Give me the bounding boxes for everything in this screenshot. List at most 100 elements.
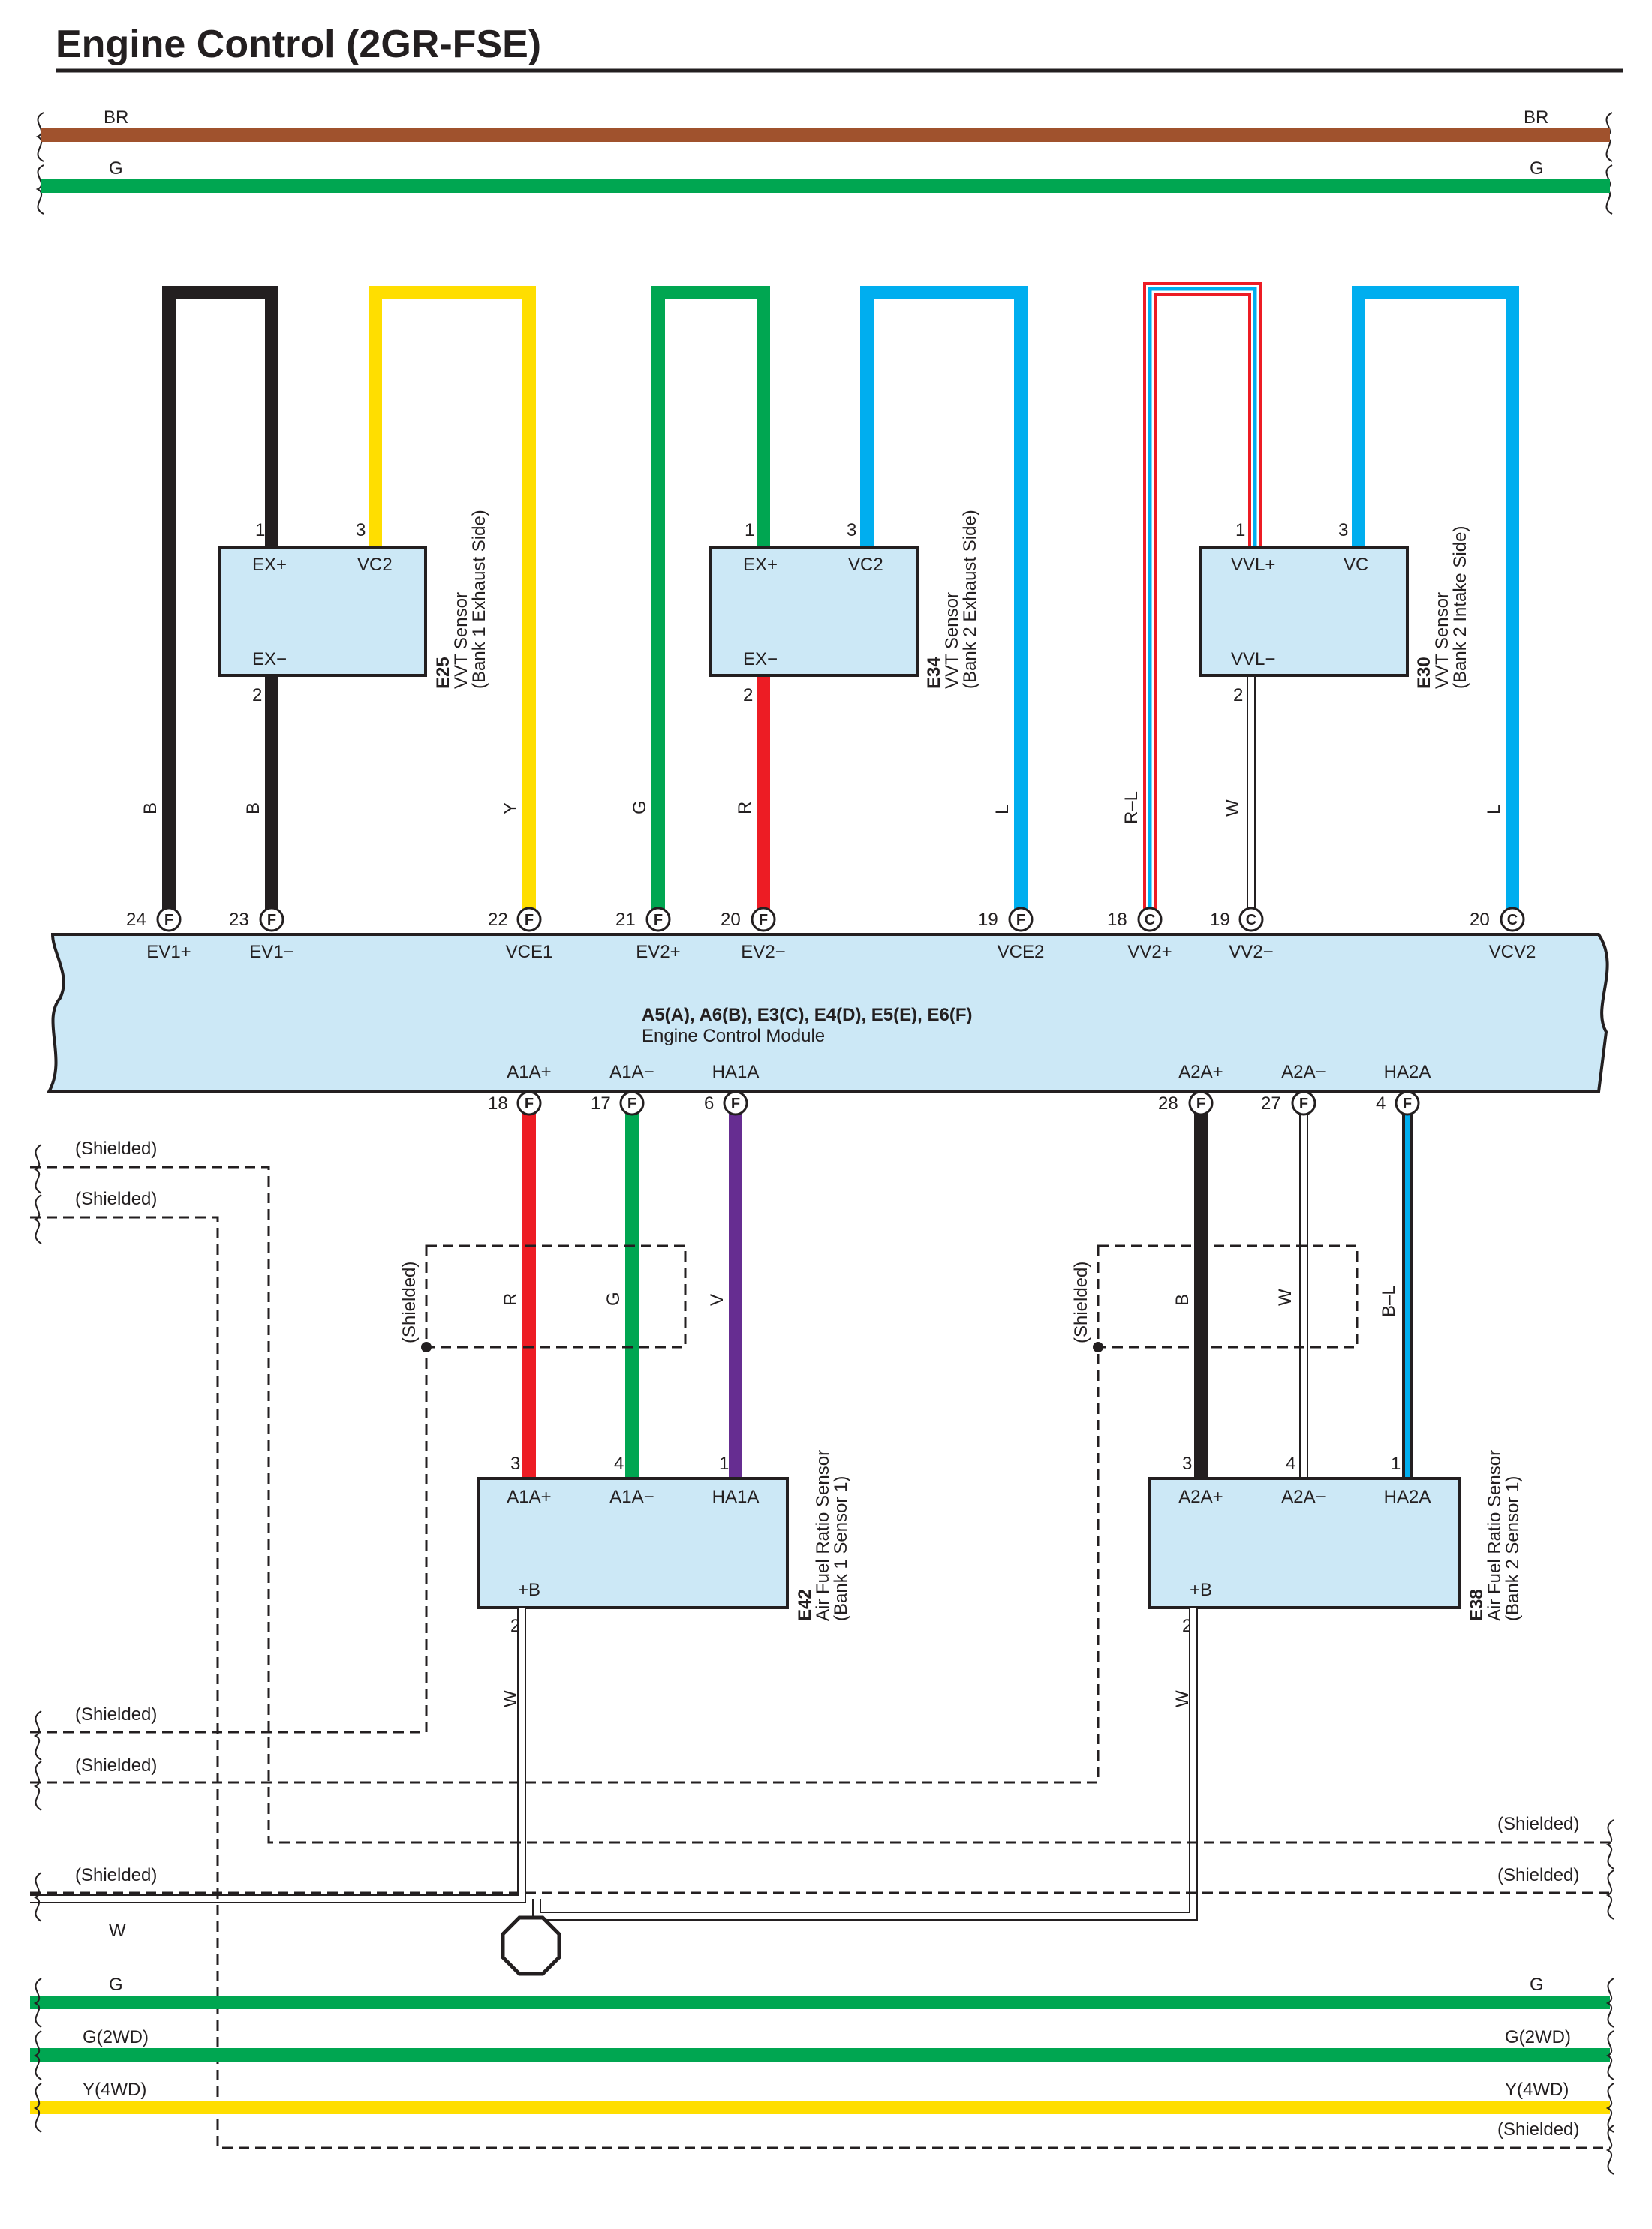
sensor-name: VVT Sensor xyxy=(451,592,471,689)
pin-terminal xyxy=(1137,907,1163,932)
break-mark-left xyxy=(33,2083,42,2133)
pin-num: 3 xyxy=(510,1454,520,1474)
sensor-box xyxy=(709,546,919,677)
pin-label: VC2 xyxy=(848,555,883,575)
ecm-pin-a2a-minus: A2A− 27 F xyxy=(1261,1062,1326,1116)
wire-stripe xyxy=(30,1608,525,1902)
pin-terminal xyxy=(1188,1090,1214,1116)
pin-terminal xyxy=(156,907,182,932)
sensor-desc: (Bank 1 Sensor 1) xyxy=(831,1476,851,1621)
pin-label: A1A− xyxy=(609,1487,654,1507)
vvt-sensor-e34: 1 3 EX+ VC2 EX− 2 E34 VVT Sensor (Bank 2… xyxy=(709,510,980,705)
pin-num: 3 xyxy=(1338,520,1348,540)
pin-connector: F xyxy=(1299,1096,1308,1112)
pin-num: 24 xyxy=(126,910,146,930)
wire-label-w: W xyxy=(109,1921,126,1941)
pin-label: A2A− xyxy=(1281,1062,1326,1082)
wire-green-ev2 xyxy=(651,286,770,919)
shield-label: (Shielded) xyxy=(75,1865,157,1885)
pin-connector: F xyxy=(164,912,173,928)
wire-label-y4wd-right: Y(4WD) xyxy=(1505,2080,1569,2100)
shield-label: (Shielded) xyxy=(1497,1814,1579,1834)
wire-color-label: B xyxy=(140,802,161,814)
ecm-pin-ev1-minus: 23 F EV1− xyxy=(229,907,294,962)
pin-connector: F xyxy=(759,912,768,928)
sensor-desc: (Bank 1 Exhaust Side) xyxy=(469,510,489,689)
shielded-lines: (Shielded) (Shielded) (Shielded) (Shield… xyxy=(30,1139,1610,2149)
sensor-box xyxy=(1148,1477,1461,1609)
sensor-code: E42 xyxy=(795,1589,815,1621)
ecm-connectors: A5(A), A6(B), E3(C), E4(D), E5(E), E6(F) xyxy=(642,1005,972,1025)
pin-num: 4 xyxy=(1286,1454,1295,1474)
ecm-body xyxy=(46,933,1609,1093)
pin-terminal xyxy=(1238,907,1264,932)
ecm-pin-vcv2: 20 C VCV2 xyxy=(1470,907,1536,962)
pin-num: 20 xyxy=(1470,910,1490,930)
wire-label-y4wd-left: Y(4WD) xyxy=(83,2080,146,2100)
break-mark-left xyxy=(35,164,44,215)
pin-label: A1A+ xyxy=(507,1487,551,1507)
pin-label: VV2+ xyxy=(1127,942,1172,962)
pin-connector: F xyxy=(654,912,663,928)
pin-label: VCV2 xyxy=(1489,942,1536,962)
break-mark-left xyxy=(33,1194,42,1244)
pin-num: 18 xyxy=(1107,910,1127,930)
shield-label: (Shielded) xyxy=(75,1755,157,1776)
wire-black-ev1 xyxy=(162,286,278,919)
pin-num: 27 xyxy=(1261,1093,1281,1114)
pin-label: +B xyxy=(518,1580,540,1600)
break-mark-left xyxy=(33,2030,42,2080)
pin-label: +B xyxy=(1190,1580,1212,1600)
pin-connector: F xyxy=(627,1096,636,1112)
break-mark-right xyxy=(1605,1819,1614,1870)
engine-control-module: A5(A), A6(B), E3(C), E4(D), E5(E), E6(F)… xyxy=(46,933,1609,1093)
wire-color-label: W xyxy=(1172,1690,1193,1707)
ecm-pin-vv2-minus: 19 C VV2− xyxy=(1210,907,1274,962)
ecm-pin-ev2-minus: 20 F EV2− xyxy=(721,907,786,962)
ecm-pin-vce2: 19 F VCE2 xyxy=(978,907,1044,962)
upper-wires xyxy=(162,282,1519,919)
wire-color-label: V xyxy=(707,1294,727,1306)
sensor-name: VVT Sensor xyxy=(1432,592,1452,689)
ecm-pin-ha1a: HA1A 6 F xyxy=(704,1062,759,1116)
upper-wire-labels: B B Y G R L R–L W L xyxy=(140,791,1504,824)
wire-label-br-left: BR xyxy=(104,107,128,128)
pin-connector: F xyxy=(1016,912,1025,928)
pin-terminal xyxy=(1500,907,1525,932)
pin-num: 21 xyxy=(615,910,636,930)
break-mark-right xyxy=(1605,1978,1614,2028)
break-mark-left xyxy=(33,1872,42,1922)
lower-wire-labels: R G V B W B–L xyxy=(501,1285,1399,1317)
break-mark-right xyxy=(1605,2083,1614,2133)
pin-num: 28 xyxy=(1158,1093,1178,1114)
pin-terminal xyxy=(751,907,776,932)
sensor-name: Air Fuel Ratio Sensor xyxy=(813,1450,833,1621)
page-title: Engine Control (2GR-FSE) xyxy=(56,23,541,66)
sensor-name: Air Fuel Ratio Sensor xyxy=(1485,1450,1505,1621)
pin-num: 2 xyxy=(743,685,753,705)
shield-line-1 xyxy=(30,1166,1610,1844)
pin-label: EX− xyxy=(252,649,287,669)
shield-label: (Shielded) xyxy=(75,1139,157,1159)
pin-num: 20 xyxy=(721,910,741,930)
ecm-pin-a1a-plus: A1A+ 18 F xyxy=(488,1062,552,1116)
ecm-name: Engine Control Module xyxy=(642,1026,825,1046)
wire-color-label: B xyxy=(1172,1294,1193,1306)
pin-label: A2A− xyxy=(1281,1487,1326,1507)
ecm-pin-a1a-minus: A1A− 17 F xyxy=(591,1062,654,1116)
break-mark-right xyxy=(1605,2125,1614,2175)
lower-wires xyxy=(522,1103,1413,1478)
break-mark-right xyxy=(1605,2030,1614,2080)
ecm-pin-vv2-plus: 18 C VV2+ xyxy=(1107,907,1172,962)
wire-label-g-right: G xyxy=(1530,158,1544,179)
wire-stripe xyxy=(534,1608,1196,1919)
pin-label: EX− xyxy=(743,649,778,669)
pin-label: EV2− xyxy=(741,942,785,962)
pin-num: 2 xyxy=(252,685,262,705)
pin-num: 1 xyxy=(745,520,754,540)
bottom-harness: G G G(2WD) G(2WD) Y(4WD) Y(4WD) xyxy=(30,1975,1610,2114)
sensor-desc: (Bank 2 Intake Side) xyxy=(1450,526,1470,689)
pin-connector: F xyxy=(267,912,276,928)
sensor-name: VVT Sensor xyxy=(942,592,962,689)
wire-color-label: G xyxy=(630,800,650,814)
